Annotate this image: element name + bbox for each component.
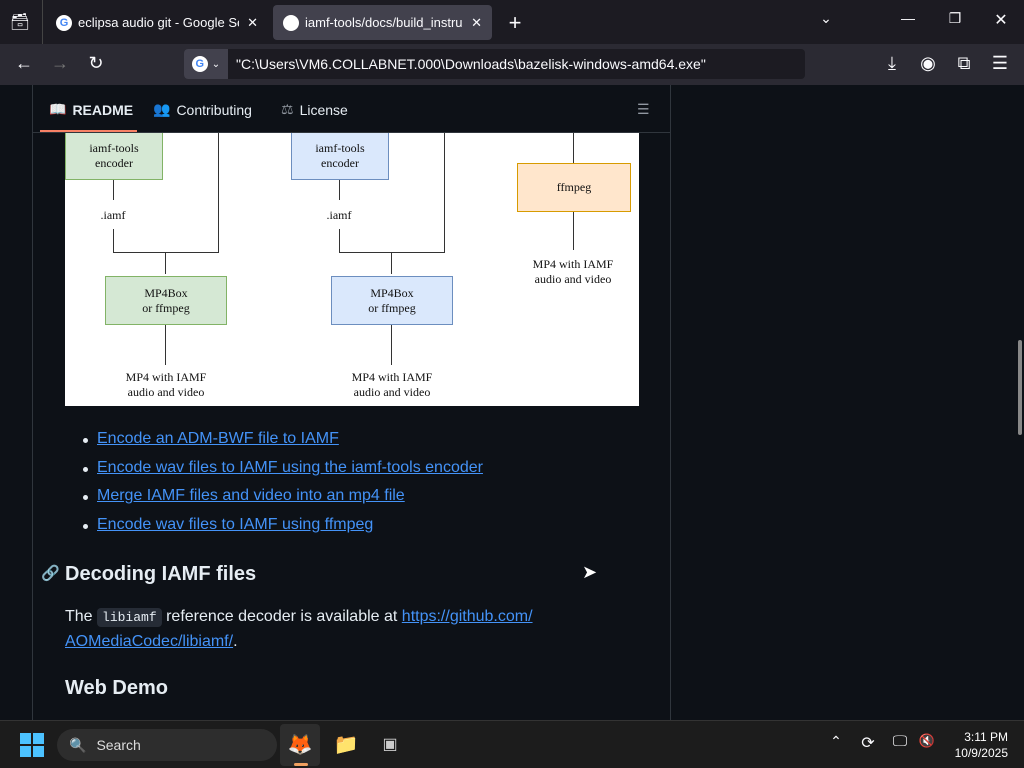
link-encode-adm[interactable]: Encode an ADM-BWF file to IAMF — [97, 430, 339, 447]
volume-muted-icon[interactable]: 🔇 — [918, 733, 936, 748]
readme-container — [32, 85, 671, 720]
active-indicator — [294, 763, 308, 766]
inline-code: libiamf — [97, 608, 162, 627]
taskbar: 🔍 Search 🦊 📁 ▣ ⌃ ⟳ 🖵 🔇 3:11 PM 10/9/2025 — [0, 720, 1024, 768]
link-encode-wav-ffmpeg[interactable]: Encode wav files to IAMF using ffmpeg — [97, 515, 374, 533]
tab-label: Contributing — [176, 101, 252, 118]
chevron-down-icon[interactable]: ⌄ — [820, 10, 832, 26]
tab-list-icon[interactable]: 🗃 — [9, 14, 31, 31]
tab-label: License — [299, 101, 348, 118]
workflow-diagram: iamf-tools encoder .iamf MP4Box or ffmpe… — [65, 131, 639, 406]
output-label: MP4 with IAMF audio and video — [532, 257, 614, 286]
web-demo-heading: Web Demo — [65, 677, 168, 699]
people-icon: 👥 — [153, 101, 171, 117]
close-tab-icon[interactable]: ✕ — [471, 14, 482, 30]
clock[interactable]: 3:11 PM 10/9/2025 — [940, 729, 1008, 761]
url-text[interactable]: "C:\Users\VM6.COLLABNET.000\Downloads\ba… — [236, 56, 706, 72]
readme-tabs: 📖 README 👥 Contributing ⚖ License ☰ — [33, 85, 670, 133]
link-encode-wav-iamf-tools[interactable]: Encode wav files to IAMF using the iamf-… — [97, 458, 483, 476]
menu-icon[interactable]: ☰ — [991, 53, 1009, 73]
decoding-paragraph: The libiamf reference decoder is availab… — [65, 605, 625, 654]
back-icon[interactable]: ← — [15, 53, 33, 73]
close-window-icon[interactable]: ✕ — [994, 12, 1008, 29]
ffmpeg-box: ffmpeg — [517, 163, 631, 212]
outline-icon[interactable]: ☰ — [637, 101, 650, 117]
list-item: Encode wav files to IAMF using the iamf-… — [83, 458, 483, 488]
reload-icon[interactable]: ↻ — [88, 53, 104, 73]
mux-box: MP4Box or ffmpeg — [331, 276, 453, 325]
google-icon: G — [56, 14, 72, 31]
output-label: MP4 with IAMF audio and video — [125, 370, 207, 399]
scrollbar[interactable] — [1018, 340, 1022, 435]
extensions-icon[interactable]: ⧉ — [957, 53, 971, 73]
tab-google-search[interactable]: G eclipsa audio git - Google Search ✕ — [46, 5, 268, 40]
date: 10/9/2025 — [954, 746, 1008, 760]
output-label: MP4 with IAMF audio and video — [351, 370, 433, 399]
time: 3:11 PM — [964, 730, 1008, 744]
mouse-cursor: ➤ — [582, 562, 598, 582]
encoder-box: iamf-tools encoder — [291, 131, 389, 180]
github-icon — [283, 14, 299, 31]
minimize-icon[interactable]: — — [901, 10, 915, 26]
address-bar[interactable]: G⌄ "C:\Users\VM6.COLLABNET.000\Downloads… — [184, 49, 805, 79]
iamf-label: .iamf — [100, 208, 126, 222]
mux-box: MP4Box or ffmpeg — [105, 276, 227, 325]
show-hidden-icons[interactable]: ⌃ — [830, 733, 842, 749]
account-icon[interactable]: ◉ — [920, 53, 936, 73]
sync-icon[interactable]: ⟳ — [861, 735, 875, 752]
firefox-icon[interactable]: 🦊 — [280, 724, 320, 766]
text: The — [65, 608, 93, 625]
iamf-label: .iamf — [326, 208, 352, 222]
close-tab-icon[interactable]: ✕ — [247, 14, 258, 30]
text: reference decoder is available at — [166, 608, 398, 625]
text: . — [233, 633, 238, 650]
new-tab-icon[interactable]: + — [508, 10, 522, 35]
list-item: Encode an ADM-BWF file to IAMF — [83, 430, 483, 459]
taskbar-search[interactable]: 🔍 Search — [57, 729, 277, 761]
tab-label: README — [72, 101, 134, 118]
tab-license[interactable]: ⚖ License — [281, 101, 348, 118]
tab-title: eclipsa audio git - Google Search — [78, 15, 239, 30]
active-tab-underline — [40, 130, 137, 132]
encoder-box: iamf-tools encoder — [65, 131, 163, 180]
terminal-icon[interactable]: ▣ — [382, 736, 398, 753]
libiamf-link[interactable]: https://github.com/AOMediaCodec/libiamf/ — [65, 608, 533, 650]
decoding-heading: Decoding IAMF files — [65, 563, 257, 585]
book-icon: 📖 — [49, 101, 67, 117]
tab-github[interactable]: iamf-tools/docs/build_instructions ✕ — [273, 5, 492, 40]
windows-start-icon[interactable] — [20, 733, 44, 757]
file-explorer-icon[interactable]: 📁 — [333, 734, 359, 756]
downloads-icon[interactable]: ⤓ — [888, 53, 896, 73]
search-label: Search — [96, 737, 141, 753]
tab-title: iamf-tools/docs/build_instructions — [305, 15, 463, 30]
tab-contributing[interactable]: 👥 Contributing — [153, 101, 252, 118]
forward-icon[interactable]: → — [51, 53, 69, 73]
tab-bar: 🗃 G eclipsa audio git - Google Search ✕ … — [0, 0, 1024, 44]
list-item: Merge IAMF files and video into an mp4 f… — [83, 487, 483, 516]
list-item: Encode wav files to IAMF using ffmpeg — [83, 515, 483, 545]
anchor-link-icon[interactable]: 🔗 — [41, 565, 60, 582]
search-engine-button[interactable]: G⌄ — [184, 49, 228, 79]
link-list: Encode an ADM-BWF file to IAMF Encode wa… — [83, 430, 483, 545]
law-icon: ⚖ — [281, 101, 294, 117]
restore-icon[interactable]: ❐ — [948, 10, 962, 26]
link-merge-mp4[interactable]: Merge IAMF files and video into an mp4 f… — [97, 487, 405, 504]
chevron-down-icon: ⌄ — [211, 58, 221, 70]
network-icon[interactable]: 🖵 — [892, 733, 908, 750]
search-icon: 🔍 — [69, 736, 87, 753]
tab-readme[interactable]: 📖 README — [49, 101, 133, 118]
divider — [42, 0, 43, 44]
google-icon: G — [191, 56, 208, 72]
